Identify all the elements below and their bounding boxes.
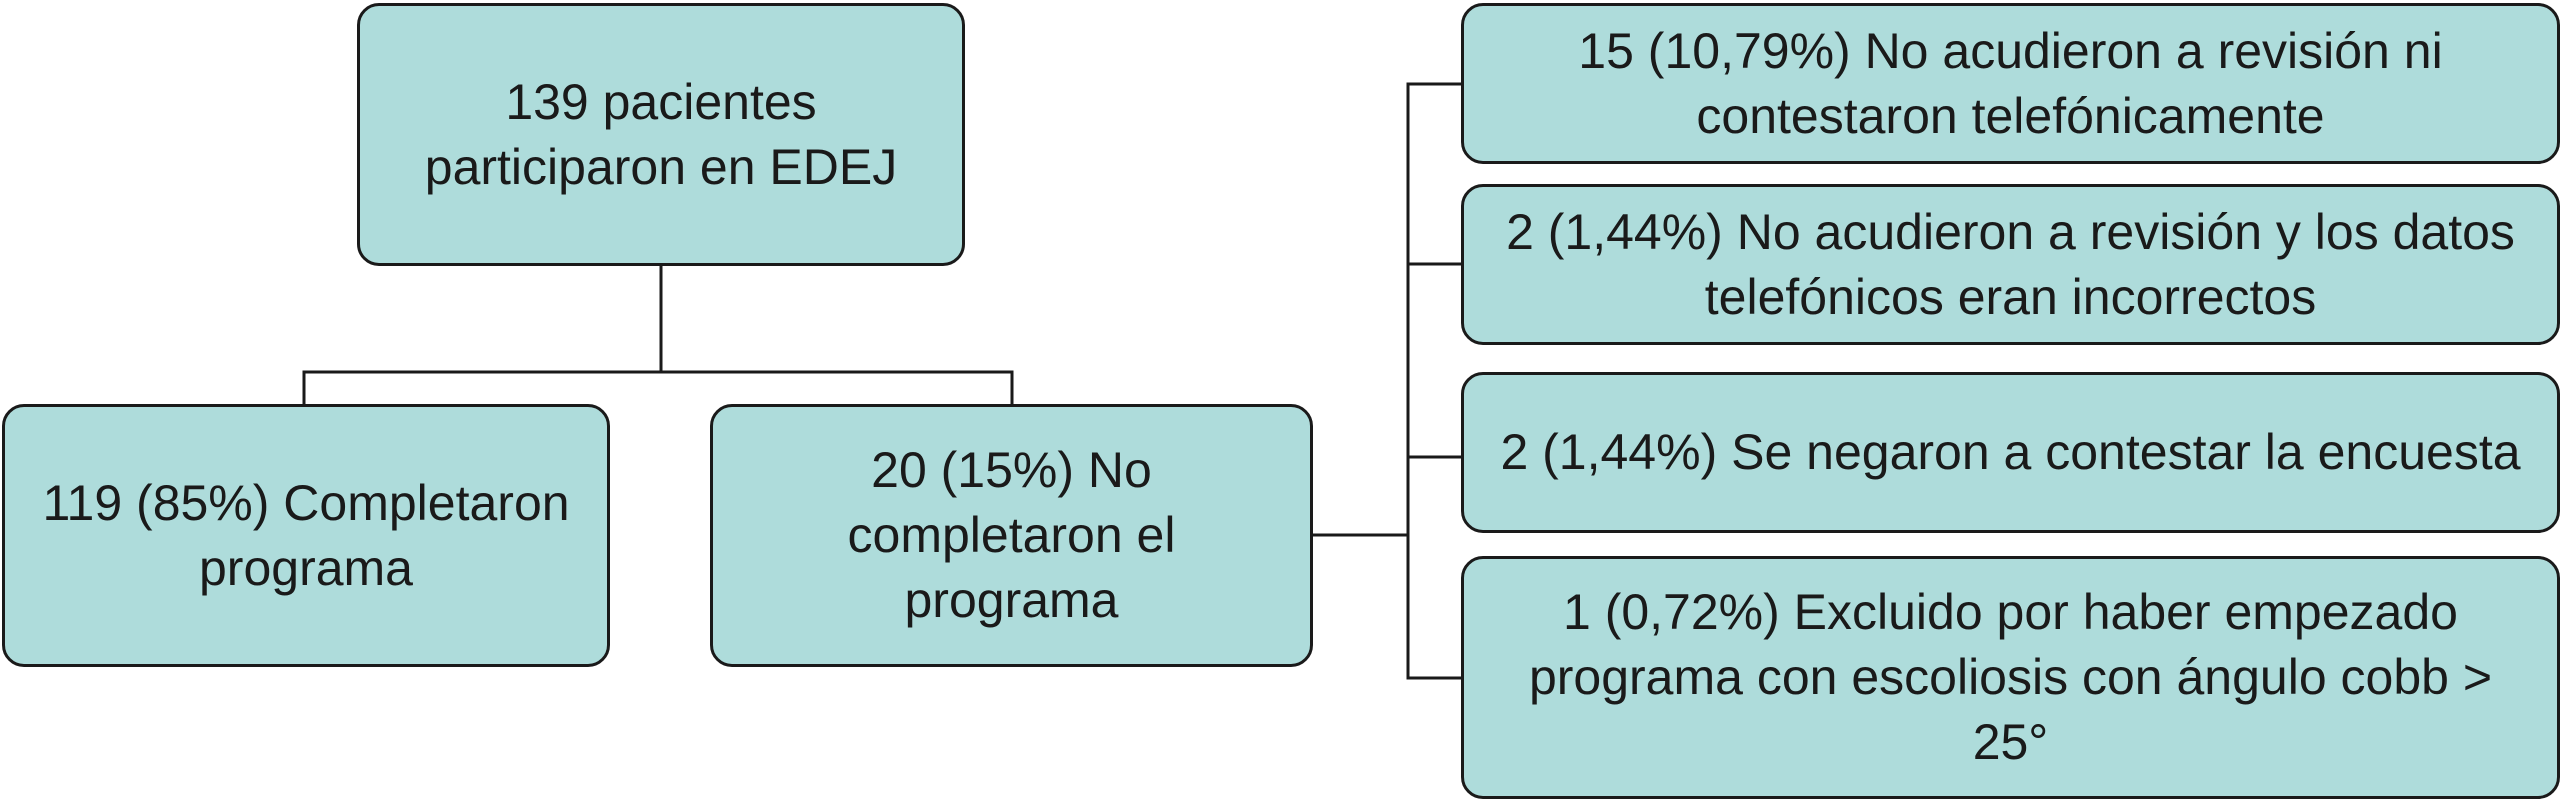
reason-node-text: 2 (1,44%) No acudieron a revisión y los … xyxy=(1506,203,2515,325)
reason-node-refused: 2 (1,44%) Se negaron a contestar la encu… xyxy=(1461,372,2560,533)
not-completed-node: 20 (15%) No completaron el programa xyxy=(710,404,1313,667)
root-node: 139 pacientes participaron en EDEJ xyxy=(357,3,965,266)
completed-node: 119 (85%) Completaron programa xyxy=(2,404,610,667)
reason-node-text: 15 (10,79%) No acudieron a revisión ni c… xyxy=(1578,22,2443,144)
reason-node-wrong-phone: 2 (1,44%) No acudieron a revisión y los … xyxy=(1461,184,2560,345)
reason-node-text: 2 (1,44%) Se negaron a contestar la encu… xyxy=(1500,424,2521,480)
reason-node-excluded: 1 (0,72%) Excluido por haber empezado pr… xyxy=(1461,556,2560,799)
completed-node-text: 119 (85%) Completaron programa xyxy=(42,474,570,596)
reason-node-text: 1 (0,72%) Excluido por haber empezado pr… xyxy=(1528,584,2493,770)
reason-node-no-visit-no-phone: 15 (10,79%) No acudieron a revisión ni c… xyxy=(1461,3,2560,164)
not-completed-node-text: 20 (15%) No completaron el programa xyxy=(847,442,1176,628)
root-node-text: 139 pacientes participaron en EDEJ xyxy=(424,73,898,195)
